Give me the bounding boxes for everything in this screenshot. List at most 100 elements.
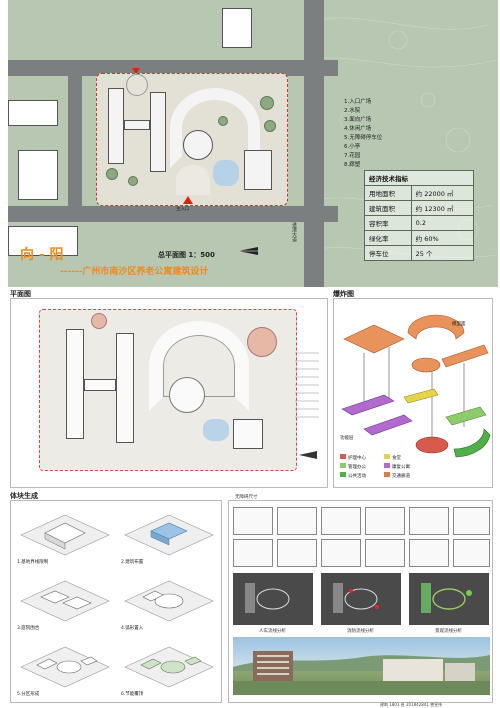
accessibility-drawing	[233, 539, 273, 567]
apartment-link	[124, 120, 150, 130]
exterior-rendering	[233, 637, 490, 695]
explode-panel: 模型面 功能层 护理中心 食堂 管理办公 康复公寓 公共活动 交通廊道	[333, 298, 493, 488]
accessibility-drawing	[409, 507, 449, 535]
accessibility-drawing	[365, 507, 405, 535]
floor-plan-wing-b	[116, 333, 134, 443]
floor-plan-entry-circle	[91, 313, 107, 329]
legend-item: 3.面向广场	[344, 117, 372, 123]
round-courtyard	[183, 130, 213, 160]
legend-item: 康复公寓	[384, 463, 410, 470]
table-row: 用地面积约 22000 ㎡	[364, 185, 475, 201]
road-horizontal-top	[8, 60, 338, 76]
accessibility-drawing	[277, 507, 317, 535]
legend-item: 护理中心	[340, 454, 366, 461]
north-entrance-arrow-icon	[132, 68, 140, 74]
flow-analysis-people-vehicle	[233, 573, 313, 625]
legend-item: 1.入口广场	[344, 99, 372, 105]
legend-item: 公共活动	[340, 472, 366, 479]
surrounding-building	[18, 150, 58, 200]
mass-step-4	[124, 580, 214, 622]
legend-item: 6.小亭	[344, 144, 361, 150]
tree	[218, 116, 228, 126]
table-row: 建筑面积约 12300 ㎡	[364, 200, 475, 216]
floor-plan-round-court	[169, 377, 205, 413]
floor-plan-east-block	[233, 419, 263, 449]
table-row: 绿化率约 60%	[364, 230, 475, 246]
accessibility-drawing	[277, 539, 317, 567]
mass-label: 体块生成	[10, 492, 38, 500]
accessibility-drawing	[453, 539, 490, 567]
entrance-arrow-icon	[183, 196, 193, 204]
legend-swatch	[384, 472, 390, 477]
accessibility-drawing	[321, 507, 361, 535]
legend-swatch	[340, 472, 346, 477]
floor-plan-label: 平面图	[10, 290, 31, 298]
tree	[106, 168, 118, 180]
mass-step-caption: 4.弧形置入	[121, 626, 144, 631]
floor-plan-link	[84, 379, 116, 391]
flow-map	[333, 583, 379, 613]
explode-label: 爆炸图	[333, 290, 354, 298]
floor-plan-wing-a	[66, 329, 84, 439]
north-arrow-icon	[238, 247, 258, 255]
exploded-axonometric	[341, 314, 491, 458]
rendering-scene	[233, 651, 490, 695]
legend-item: 8.廊塑	[344, 162, 361, 168]
flow-analysis-fire	[321, 573, 401, 625]
mass-step-caption: 6.节能覆顶	[121, 692, 144, 697]
care-center-building	[244, 150, 272, 190]
floor-plan-legend-lines	[295, 352, 319, 418]
apartment-block-west	[108, 88, 124, 164]
road-name: 进港大道	[291, 222, 297, 242]
legend-swatch	[340, 463, 346, 468]
mass-step-5	[20, 646, 110, 688]
mass-step-2	[124, 514, 214, 556]
floor-plan-circle-plaza	[247, 327, 277, 357]
mass-step-caption: 2.建筑布置	[121, 560, 144, 565]
north-arrow-icon	[299, 451, 317, 459]
floor-plan-panel	[10, 298, 328, 488]
plaza-circle	[126, 74, 148, 96]
legend-item: 7.花园	[344, 153, 361, 159]
footer-info: 建筑 1801 班 201842841 曾昱伟	[380, 702, 443, 707]
legend-swatch	[384, 454, 390, 459]
accessibility-drawing	[365, 539, 405, 567]
tree	[128, 176, 138, 186]
road-vertical-main	[304, 0, 324, 287]
explode-tag-left: 功能层	[340, 436, 354, 441]
accessibility-drawing	[409, 539, 449, 567]
tree	[264, 120, 276, 132]
accessibility-drawing	[453, 507, 490, 535]
mass-step-caption: 1.基地界线限制	[17, 560, 49, 565]
flow-analysis-landscape	[409, 573, 489, 625]
accessibility-drawing	[233, 507, 273, 535]
analysis-caption: 人车流线分析	[259, 629, 286, 634]
road-horizontal-bottom	[8, 206, 338, 222]
project-subtitle: ------广州市南沙区养老公寓建筑设计	[60, 267, 209, 277]
entrance-plaza	[176, 165, 210, 195]
surrounding-building	[8, 226, 78, 256]
mass-step-1	[20, 514, 110, 556]
legend-item: 食堂	[384, 454, 401, 461]
legend-item: 管理办公	[340, 463, 366, 470]
analysis-caption: 景观流线分析	[435, 629, 462, 634]
tree	[260, 96, 274, 110]
legend-item: 4.休闲广场	[344, 126, 372, 132]
road-vertical-left	[68, 76, 82, 206]
site-legend: 1.入口广场 2.水院 3.面向广场 4.休闲广场 5.无障碍停车位 6.小亭 …	[344, 98, 382, 170]
explode-tag-top: 模型面	[452, 322, 466, 327]
flow-map	[421, 583, 472, 613]
legend-swatch	[340, 454, 346, 459]
site-plan-scale: 总平面图 1：500	[158, 251, 215, 259]
mass-panel: 1.基地界线限制 2.建筑布置 3.庭院围合 4.弧形置入 5.分区形成 6.节…	[10, 500, 222, 703]
floor-plan-water	[203, 419, 229, 441]
accessibility-drawing	[321, 539, 361, 567]
legend-item: 交通廊道	[384, 472, 410, 479]
surrounding-building	[222, 8, 252, 48]
project-title: 向 - 阳	[20, 247, 64, 263]
tech-table-heading: 经济技术指标	[364, 170, 474, 186]
details-panel: 无障碍尺寸 人车流线分析 消防流线分析 景观流线分析	[228, 494, 493, 703]
legend-item: 5.无障碍停车位	[344, 135, 383, 141]
mass-step-caption: 3.庭院围合	[17, 626, 40, 631]
